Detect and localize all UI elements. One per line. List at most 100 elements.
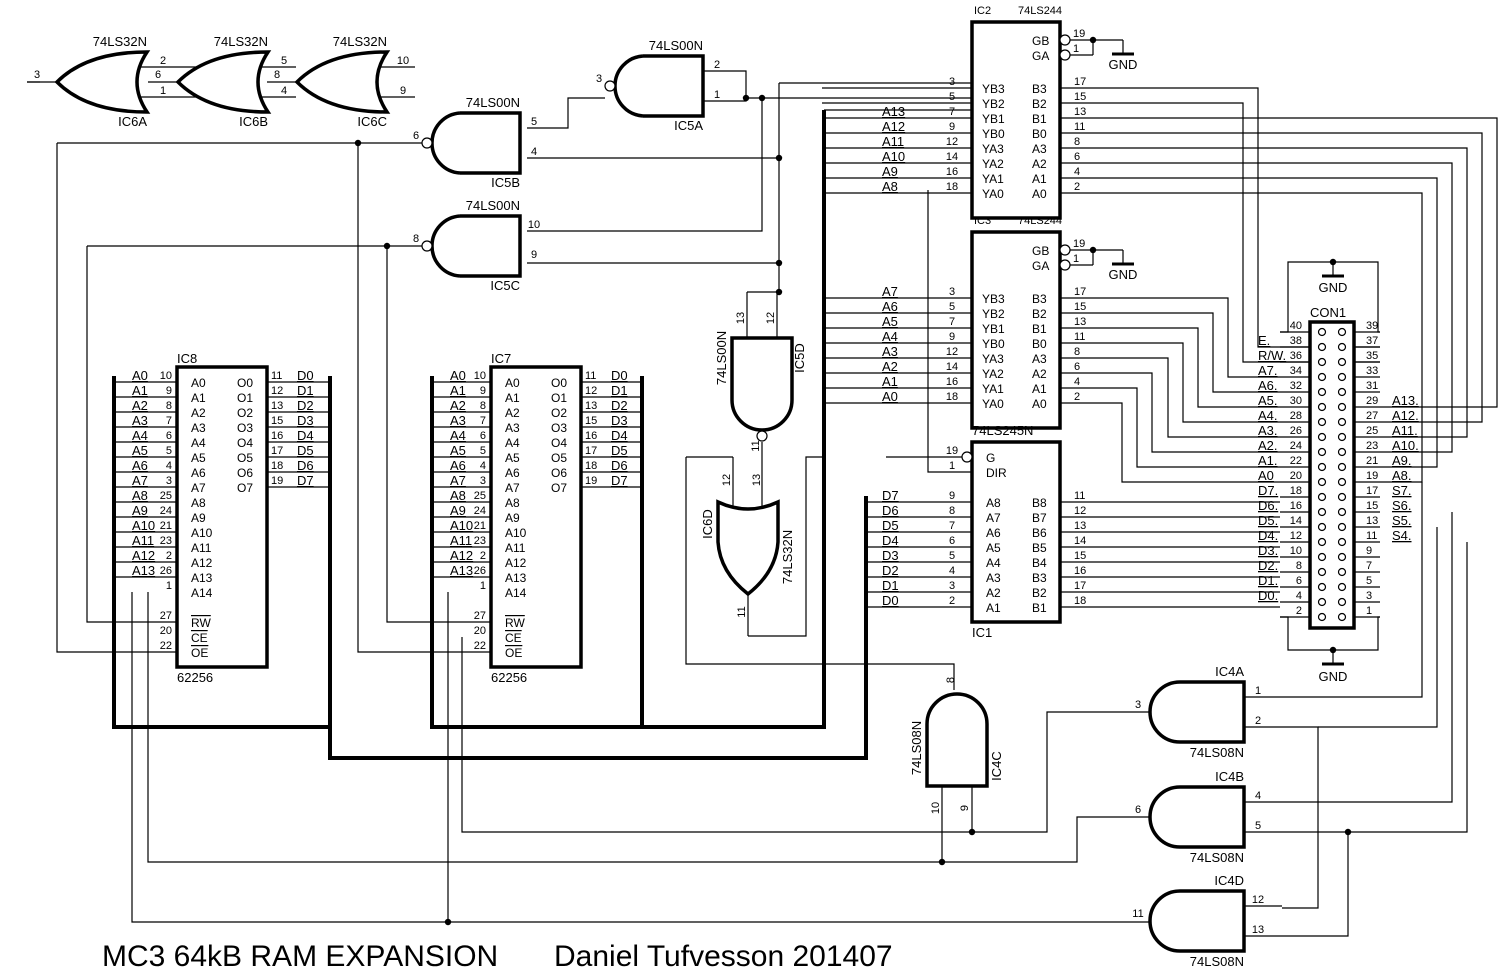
connector-pin: [1317, 537, 1327, 547]
pin-number: 21: [474, 520, 486, 532]
signal-label: A6: [132, 458, 148, 473]
inverter-bubble: [604, 80, 616, 92]
pin-number: 10: [930, 802, 942, 814]
pin-number: 18: [585, 460, 597, 472]
connector-pin: [1317, 492, 1327, 502]
pin-number: 16: [271, 430, 283, 442]
pin-name: O0: [551, 376, 567, 390]
pin-name: A1: [1032, 382, 1047, 396]
pin-number: 13: [1252, 924, 1264, 936]
pin-name: A2: [191, 406, 206, 420]
pin-name: A2: [505, 406, 520, 420]
signal-label: A0: [1258, 468, 1274, 483]
pin-name: YA0: [982, 397, 1004, 411]
pin-number: 13: [271, 400, 283, 412]
part-number: 74LS08N: [1190, 954, 1244, 969]
pin-name: YB1: [982, 112, 1005, 126]
wire: [461, 637, 972, 833]
pin-name: A3: [986, 571, 1001, 585]
pin-number: 32: [1290, 380, 1302, 392]
inverter-bubble: [1059, 259, 1071, 271]
pin-name: O4: [551, 436, 567, 450]
pin-number: 2: [1296, 605, 1302, 617]
pin-number: 3: [1366, 590, 1372, 602]
signal-label: A4: [132, 428, 148, 443]
pin-name: A6: [191, 466, 206, 480]
address-data-bus: [430, 376, 644, 729]
pin-number: 15: [271, 415, 283, 427]
pin-name: O6: [551, 466, 567, 480]
connector-pin: [1317, 462, 1327, 472]
pin-number: 8: [274, 69, 280, 81]
pin-number: 22: [474, 640, 486, 652]
signal-label: A6: [882, 299, 898, 314]
pin-name: A7: [986, 511, 1001, 525]
pin-number: 2: [714, 59, 720, 71]
pin-name: O3: [551, 421, 567, 435]
connector-pin: [1317, 372, 1327, 382]
pin-number: 20: [160, 625, 172, 637]
pin-name: A3: [505, 421, 520, 435]
pin-number: 1: [1255, 685, 1261, 697]
wire: [1282, 512, 1453, 803]
and-gate-ic4a: [1148, 680, 1246, 744]
wire: [386, 246, 491, 623]
pin-number: 39: [1366, 320, 1378, 332]
signal-label: A1: [882, 374, 898, 389]
signal-label: A11: [882, 134, 904, 149]
data-bus: [328, 496, 868, 760]
wire: [1060, 192, 1423, 483]
pin-number: 3: [166, 475, 172, 487]
part-number: 74LS245N: [972, 423, 1033, 438]
pin-name: A14: [505, 586, 527, 600]
pin-number: 33: [1366, 365, 1378, 377]
title-author: Daniel Tufvesson 201407: [554, 940, 893, 973]
pin-name: B2: [1032, 586, 1047, 600]
signal-label: A13.: [1392, 393, 1419, 408]
pin-number: 31: [1366, 380, 1378, 392]
wire: [1282, 832, 1349, 937]
connector-pin: [1337, 507, 1347, 517]
connector-pin: [1317, 327, 1327, 337]
ram-ic7: [489, 365, 583, 669]
pin-name: A5: [191, 451, 206, 465]
pin-name: A2: [1032, 367, 1047, 381]
pin-number: 8: [166, 400, 172, 412]
signal-label: A6.: [1258, 378, 1278, 393]
signal-label: D3.: [1258, 543, 1278, 558]
pin-name: YB2: [982, 307, 1005, 321]
ref-designator: IC7: [491, 351, 511, 366]
pin-number: 1: [1073, 43, 1079, 55]
pin-name: A11: [505, 541, 526, 555]
pin-number: 24: [160, 505, 172, 517]
pin-name: OE: [191, 646, 208, 660]
inverter-bubble: [961, 451, 973, 463]
pin-number: 11: [1132, 908, 1143, 920]
inverter-bubble: [421, 240, 433, 252]
signal-label: D1: [882, 578, 899, 593]
pin-number: 5: [480, 445, 486, 457]
signal-label: A0: [132, 368, 148, 383]
junction-dot: [775, 288, 783, 296]
pin-number: 4: [281, 85, 287, 97]
pin-number: 11: [736, 606, 748, 617]
signal-label: A10.: [1392, 438, 1419, 453]
pin-number: 23: [474, 535, 486, 547]
pin-name: A3: [191, 421, 206, 435]
part-number: 74LS08N: [909, 721, 924, 775]
ref-designator: IC6D: [700, 509, 715, 539]
pin-number: 3: [34, 69, 40, 81]
ref-designator: IC3: [974, 215, 991, 227]
connector-pin: [1337, 567, 1347, 577]
nand-gate-arc: [430, 111, 461, 175]
pin-number: 17: [1074, 286, 1086, 298]
signal-label: D0: [297, 368, 314, 383]
pin-name: O1: [237, 391, 253, 405]
signal-label: D2: [297, 398, 314, 413]
pin-name: A12: [505, 556, 527, 570]
pin-number: 24: [474, 505, 486, 517]
pin-number: 11: [271, 370, 282, 382]
signal-label: A0: [450, 368, 466, 383]
connector-pin: [1337, 522, 1347, 532]
signal-label: A10: [450, 518, 473, 533]
